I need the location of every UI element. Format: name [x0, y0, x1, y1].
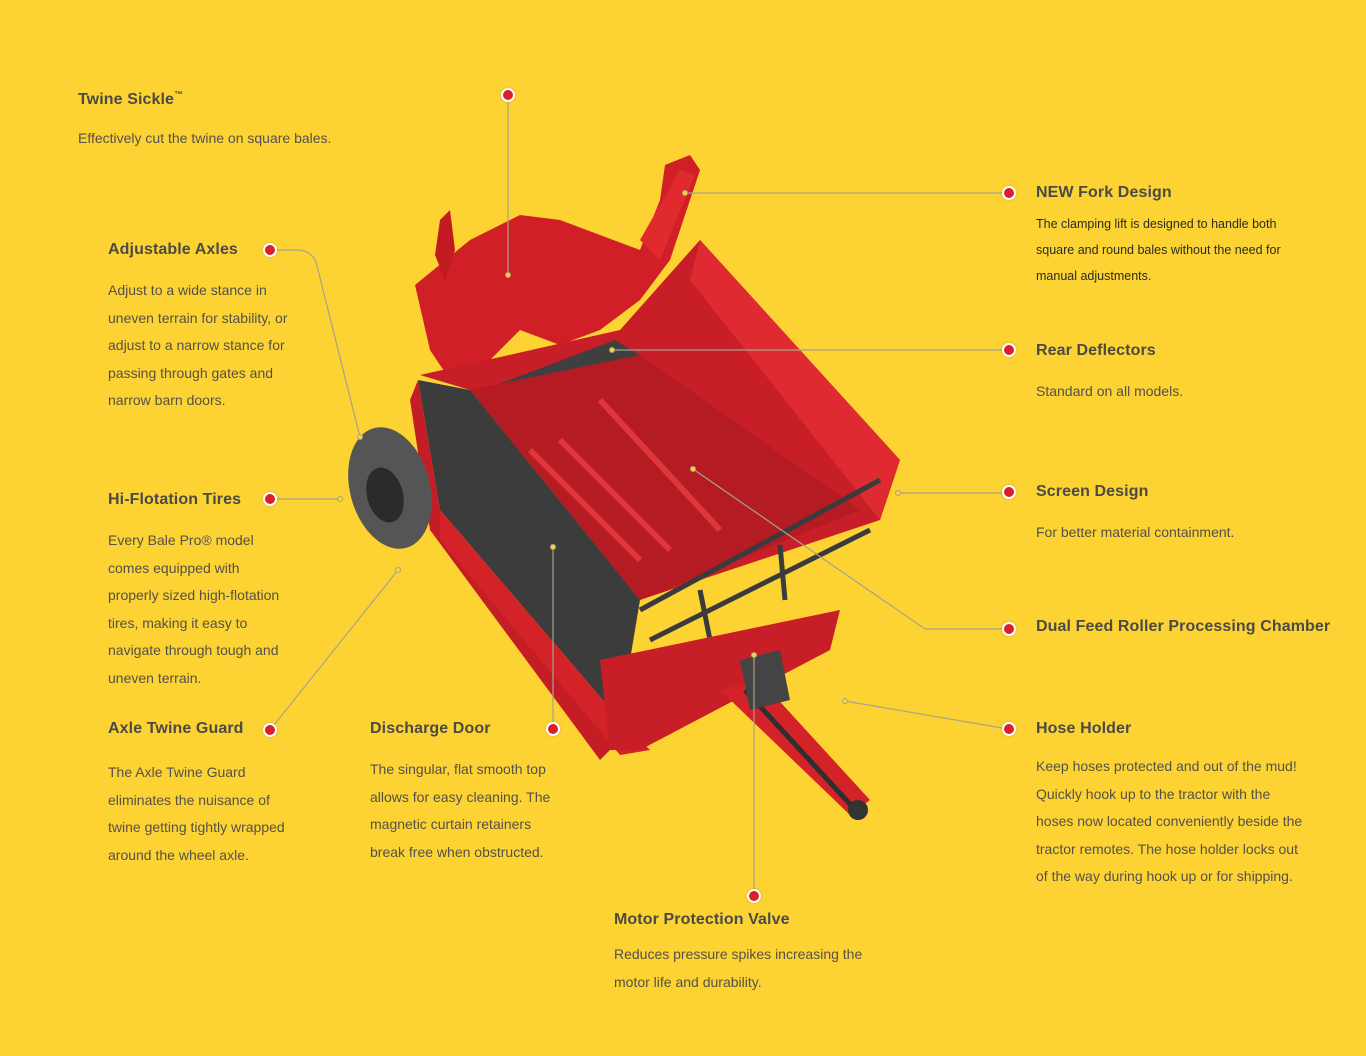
- hopper: [410, 240, 900, 760]
- hotspot-axle-twine-guard[interactable]: [263, 723, 277, 737]
- hotspot-screen-design[interactable]: [1002, 485, 1016, 499]
- feature-title: Motor Protection Valve: [614, 911, 790, 928]
- hotspot-dual-feed-roller[interactable]: [1002, 622, 1016, 636]
- hotspot-adjustable-axles[interactable]: [263, 243, 277, 257]
- feature-title: Dual Feed Roller Processing Chamber: [1036, 618, 1331, 635]
- line-adjustable-axles: [270, 249, 361, 438]
- feature-title: Twine Sickle™: [78, 89, 184, 108]
- feature-title: Axle Twine Guard: [108, 720, 244, 737]
- hotspot-discharge-door[interactable]: [546, 722, 560, 736]
- hotspot-new-fork-design[interactable]: [1002, 186, 1016, 200]
- feature-title: Hi-Flotation Tires: [108, 491, 242, 508]
- feature-title: Discharge Door: [370, 720, 491, 737]
- feature-description: For better material containment.: [1036, 524, 1235, 540]
- feature-new-fork-design: NEW Fork Design The clamping lift is des…: [1036, 184, 1281, 289]
- feature-screen-design: Screen Design For better material contai…: [1036, 483, 1234, 547]
- feature-adjustable-axles: Adjustable Axles Adjust to a wide stance…: [108, 241, 288, 415]
- hotspot-motor-protection-valve[interactable]: [747, 889, 761, 903]
- feature-description: Effectively cut the twine on square bale…: [78, 130, 332, 146]
- feature-description: Keep hoses protected and out of the mud!…: [1036, 758, 1303, 885]
- feature-hose-holder: Hose Holder Keep hoses protected and out…: [1036, 720, 1302, 891]
- feature-description: Standard on all models.: [1036, 383, 1184, 399]
- hotspot-twine-sickle[interactable]: [501, 88, 515, 102]
- line-axle-twine-guard: [269, 569, 399, 731]
- feature-rear-deflectors: Rear Deflectors Standard on all models.: [1036, 342, 1183, 406]
- feature-description: The clamping lift is designed to handle …: [1036, 217, 1281, 283]
- hotspot-rear-deflectors[interactable]: [1002, 343, 1016, 357]
- line-dual-feed: [692, 468, 1008, 630]
- tire: [348, 427, 432, 549]
- feature-description: The Axle Twine Guard eliminates the nuis…: [108, 764, 285, 863]
- feature-twine-sickle: Twine Sickle™ Effectively cut the twine …: [78, 89, 332, 153]
- feature-axle-twine-guard: Axle Twine Guard The Axle Twine Guard el…: [108, 720, 285, 869]
- feature-description: Reduces pressure spikes increasing the m…: [614, 946, 863, 990]
- feature-description: The singular, flat smooth top allows for…: [370, 761, 551, 860]
- feature-title: Rear Deflectors: [1036, 342, 1156, 359]
- hotspot-hi-flotation-tires[interactable]: [263, 492, 277, 506]
- feature-discharge-door: Discharge Door The singular, flat smooth…: [370, 720, 550, 866]
- feature-dual-feed-roller: Dual Feed Roller Processing Chamber: [1036, 618, 1330, 636]
- feature-description: Adjust to a wide stance in uneven terrai…: [108, 282, 288, 409]
- hitch-tongue: [720, 650, 870, 820]
- line-hose-holder: [844, 700, 1009, 730]
- feature-description: Every Bale Pro® model comes equipped wit…: [108, 532, 280, 686]
- feature-motor-protection-valve: Motor Protection Valve Reduces pressure …: [614, 911, 862, 996]
- feature-hi-flotation-tires: Hi-Flotation Tires Every Bale Pro® model…: [108, 491, 279, 693]
- feature-title: Screen Design: [1036, 483, 1149, 500]
- feature-title: Hose Holder: [1036, 720, 1132, 737]
- hotspot-hose-holder[interactable]: [1002, 722, 1016, 736]
- feature-title: Adjustable Axles: [108, 241, 238, 258]
- fork-arm: [415, 155, 700, 380]
- feature-title: NEW Fork Design: [1036, 184, 1172, 201]
